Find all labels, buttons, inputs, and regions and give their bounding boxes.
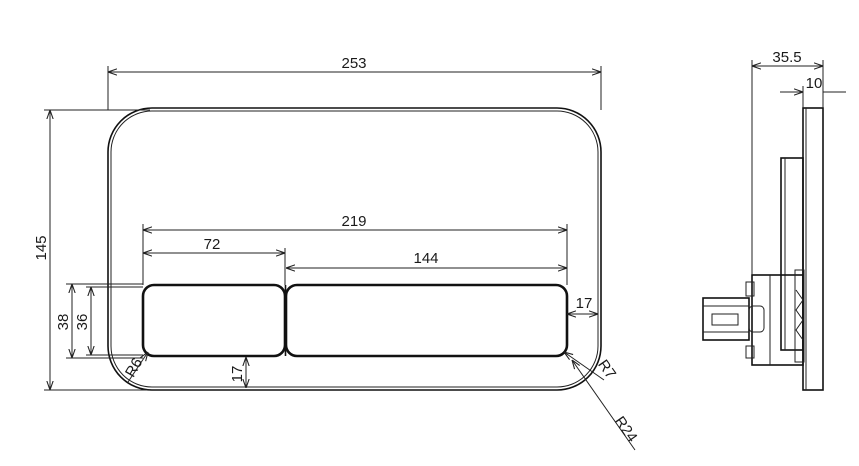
dim-plate-thickness: 10 xyxy=(806,75,823,92)
plate-outline xyxy=(107,107,602,391)
dim-small-button-width: 72 xyxy=(204,236,221,253)
side-bracket xyxy=(794,269,805,363)
leader-r7 xyxy=(564,352,605,381)
dim-total-depth: 35.5 xyxy=(772,49,801,66)
dim-button-height-outer: 38 xyxy=(55,314,72,331)
large-flush-button xyxy=(284,283,569,358)
dim-buttons-width: 219 xyxy=(341,213,366,230)
dim-button-radius-left: R6 xyxy=(122,355,146,380)
small-flush-button xyxy=(141,283,287,358)
dim-button-height-inner: 36 xyxy=(74,314,91,331)
dim-right-margin: 17 xyxy=(576,295,593,312)
leader-r6 xyxy=(127,352,148,383)
side-push-rod xyxy=(702,297,750,341)
front-view: 253 145 219 72 144 38 36 17 17 xyxy=(33,55,641,451)
leader-r24 xyxy=(572,360,636,451)
side-view: 35.5 10 xyxy=(702,49,846,391)
dim-bottom-margin: 17 xyxy=(229,366,246,383)
dim-plate-radius: R24 xyxy=(611,413,641,445)
side-spring xyxy=(795,289,804,341)
side-housing xyxy=(780,157,804,351)
dim-large-button-width: 144 xyxy=(413,250,438,267)
plate-outline-inner xyxy=(110,110,599,388)
dim-overall-width: 253 xyxy=(341,55,366,72)
dim-overall-height: 145 xyxy=(33,235,50,260)
